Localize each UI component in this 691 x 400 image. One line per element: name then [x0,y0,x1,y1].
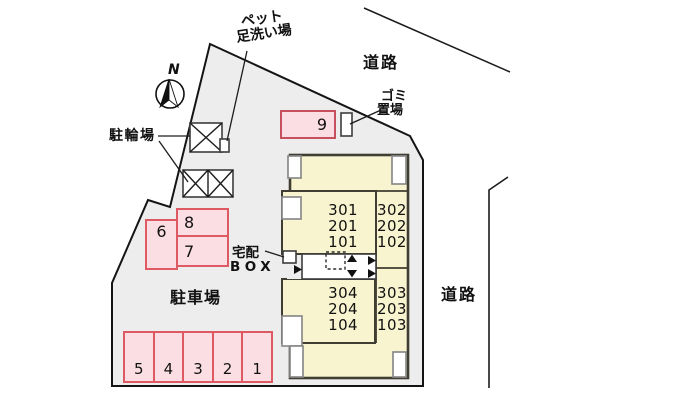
corridor-right-arrow-top-icon [368,256,376,265]
room-302: 302 [377,201,407,219]
leader-bicycle-2 [158,140,189,183]
room-101: 101 [328,233,358,251]
parking-space-3: 3 [184,333,214,381]
parking-lot-label: 駐車場 [170,288,222,307]
garbage-label: ゴミ 置場 [377,90,407,118]
stair-down-arrow-icon [347,270,357,278]
garbage-station [340,112,353,137]
garbage-label-line2: 置場 [377,102,404,118]
leader-delivery-box [264,250,285,258]
road-right-label: 道路 [441,285,478,304]
room-201: 201 [328,217,358,235]
room-list-sw: 304 204 104 [298,285,358,333]
parking-space-8-number: 8 [184,213,195,232]
parking-space-7-number: 7 [184,241,195,261]
delivery-box-unit [282,250,297,264]
room-301: 301 [328,201,358,219]
leader-pet-wash [226,50,248,142]
elevator-dashed-box [325,251,346,270]
parking-space-5-number: 5 [134,360,144,378]
room-304: 304 [328,284,358,302]
parking-row-bottom: 5 4 3 2 1 [123,331,273,383]
notch-bottom-right [392,351,407,378]
bicycle-parking-label: 駐輪場 [109,128,156,144]
parking-space-6-number: 6 [156,222,167,241]
leader-garbage [349,109,382,125]
corridor [301,253,377,280]
parking-space-1-number: 1 [252,360,262,378]
compass-north-label: N [168,62,180,78]
room-202: 202 [377,217,407,235]
parking-space-4-number: 4 [163,360,174,378]
road-top-label: 道路 [363,53,400,72]
corridor-right-arrow-bottom-icon [368,269,376,278]
compass-icon [155,78,185,109]
room-104: 104 [328,316,358,334]
parking-space-9-number: 9 [316,115,327,134]
room-list-se: 303 203 103 [377,285,407,333]
road-line-right [488,176,509,388]
parking-space-8: 8 [176,208,229,237]
parking-space-7: 7 [176,235,229,267]
parking-space-5: 5 [125,333,155,381]
room-203: 203 [377,300,407,318]
parking-space-3-number: 3 [193,360,203,378]
parking-space-9: 9 [280,110,336,139]
bicycle-rack-2 [182,169,234,198]
notch-top-left [287,155,302,179]
room-303: 303 [377,284,407,302]
parking-space-1: 1 [243,333,271,381]
notch-top-right [391,155,407,185]
room-102: 102 [377,233,407,251]
delivery-box-label-line2: BOX [230,259,276,276]
notch-unit-north-left [281,196,302,220]
room-204: 204 [328,300,358,318]
parking-space-6: 6 [145,219,178,270]
delivery-box-label: 宅配 BOX [230,246,275,275]
pet-wash-station [219,138,230,153]
stair-up-arrow-icon [347,254,357,262]
notch-bottom-left [289,345,304,378]
parking-space-2: 2 [214,333,244,381]
road-line-top [363,7,511,73]
room-list-ne: 302 202 102 [377,202,407,250]
garbage-label-line1: ゴミ [381,89,408,104]
delivery-box-label-line1: 宅配 [232,245,259,261]
parking-space-2-number: 2 [222,360,233,378]
room-103: 103 [377,316,407,334]
room-list-nw: 301 201 101 [298,202,358,250]
parking-space-4: 4 [155,333,185,381]
bicycle-rack-1 [189,122,223,153]
entrance-arrow-icon [294,265,302,274]
